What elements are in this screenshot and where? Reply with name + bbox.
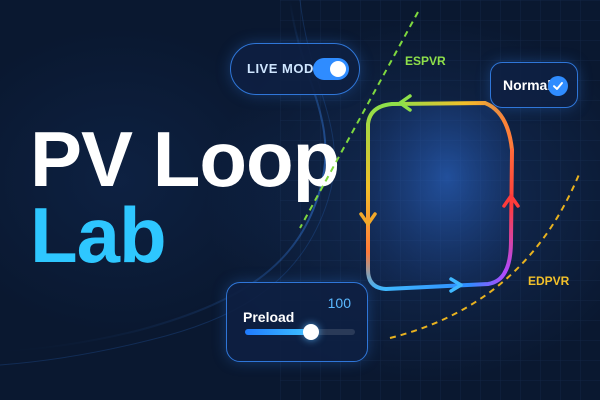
toggle-knob bbox=[330, 61, 346, 77]
pv-loop-left-segment bbox=[366, 102, 394, 291]
status-label: Normal bbox=[503, 77, 552, 93]
slider-thumb[interactable] bbox=[303, 324, 319, 340]
edpvr-label: EDPVR bbox=[528, 274, 570, 288]
toggle-switch[interactable] bbox=[313, 58, 349, 80]
pv-loop-area bbox=[368, 103, 512, 289]
preload-value: 100 bbox=[327, 295, 351, 311]
espvr-label: ESPVR bbox=[405, 54, 446, 68]
pv-loop-right-segment bbox=[503, 148, 514, 274]
espvr-line bbox=[299, 11, 419, 229]
preload-control-card: Preload 100 bbox=[226, 282, 368, 362]
live-model-toggle[interactable]: LIVE MODEL bbox=[230, 43, 360, 95]
status-badge[interactable]: Normal bbox=[490, 62, 578, 108]
arrow-up-icon bbox=[502, 194, 520, 208]
pv-loop-top-segment bbox=[390, 100, 514, 152]
arrow-right-icon bbox=[449, 277, 463, 293]
pv-loop-bottom-segment bbox=[384, 270, 507, 291]
check-icon bbox=[548, 76, 568, 96]
arrow-left-icon bbox=[398, 94, 412, 112]
title-line-1: PV Loop bbox=[30, 115, 340, 203]
live-model-label: LIVE MODEL bbox=[247, 61, 332, 76]
title-line-2: Lab bbox=[30, 191, 167, 279]
edpvr-curve bbox=[389, 171, 581, 339]
preload-slider[interactable] bbox=[245, 324, 355, 340]
preload-label: Preload bbox=[243, 309, 295, 325]
slider-fill bbox=[245, 329, 311, 335]
arrow-down-icon bbox=[359, 212, 377, 226]
